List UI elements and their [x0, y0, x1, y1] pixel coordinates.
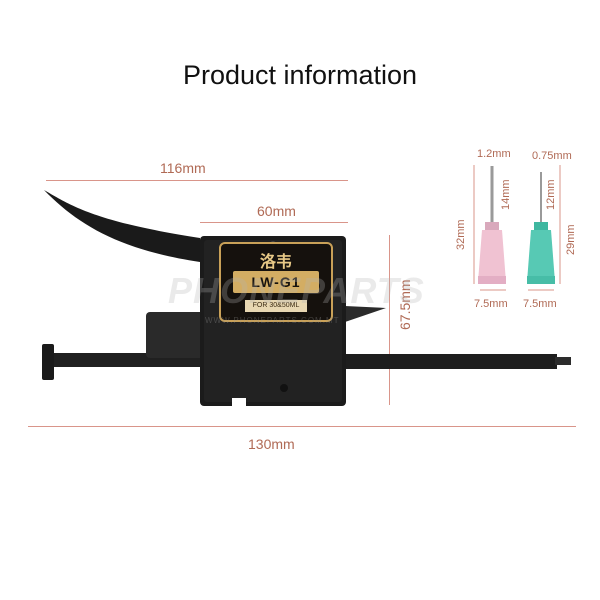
height-line: [389, 235, 390, 405]
device-badge: 洛韦 LW-G1 FOR 30&50ML: [219, 242, 333, 322]
badge-brand: 洛韦: [259, 254, 292, 271]
watermark: PHONEPARTS: [168, 270, 425, 311]
total-width-line: [46, 180, 348, 181]
overall-length-line: [28, 426, 576, 427]
box-width-line: [200, 222, 348, 223]
badge-subtitle: FOR 30&50ML: [245, 300, 307, 312]
teal-needle-base-label: 7.5mm: [523, 298, 557, 310]
overall-length-label: 130mm: [248, 436, 295, 452]
page-title: Product information: [182, 60, 418, 90]
teal-needle-tip-label: 0.75mm: [532, 150, 572, 162]
box-width-label: 60mm: [257, 203, 296, 219]
pink-needle-total-label: 32mm: [455, 219, 467, 250]
watermark-sub: WWW.PHONEPARTS.COM.MT: [205, 316, 340, 325]
total-width-label: 116mm: [160, 160, 206, 176]
pink-needle-base-label: 7.5mm: [474, 298, 508, 310]
pink-needle-tip-label: 1.2mm: [477, 148, 511, 160]
teal-needle-length-label: 12mm: [545, 179, 557, 210]
badge-model: LW-G1: [233, 271, 319, 293]
teal-needle-total-label: 29mm: [565, 224, 577, 255]
pink-needle-length-label: 14mm: [500, 179, 512, 210]
